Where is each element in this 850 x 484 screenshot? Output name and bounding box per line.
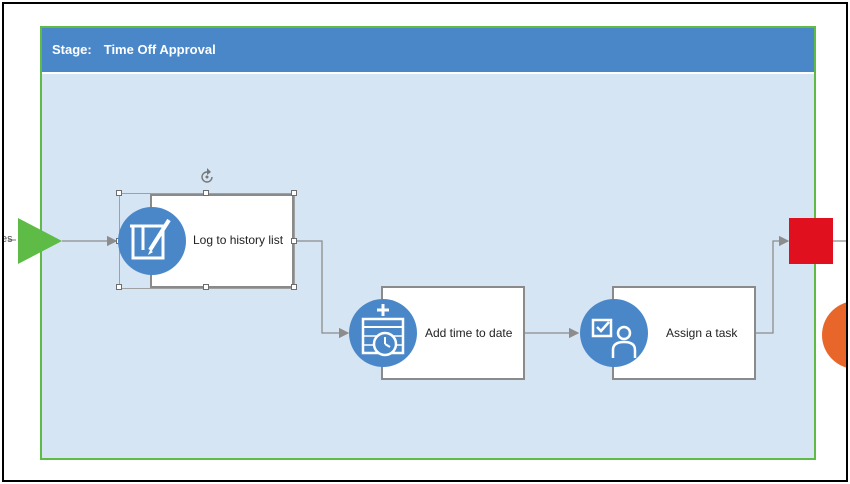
node-label-time: Add time to date (425, 326, 513, 340)
stage-header[interactable]: Stage: Time Off Approval (42, 28, 814, 74)
resize-handle-sw[interactable] (116, 284, 122, 290)
resize-handle-nw[interactable] (116, 190, 122, 196)
stage-prefix: Stage: (52, 42, 92, 57)
calendar-clock-icon (349, 299, 417, 367)
stage-title: Time Off Approval (103, 42, 216, 57)
resize-handle-s[interactable] (203, 284, 209, 290)
node-label-log: Log to history list (193, 233, 284, 247)
connector-log-to-time[interactable] (294, 240, 350, 339)
resize-handle-se[interactable] (291, 284, 297, 290)
connectors-layer (8, 218, 848, 369)
end-square[interactable] (789, 218, 833, 264)
resize-handle-ne[interactable] (291, 190, 297, 196)
task-user-icon (580, 299, 648, 367)
log-edit-icon (118, 207, 186, 275)
connector-task-to-end[interactable] (755, 235, 790, 334)
orange-circle-node[interactable] (822, 301, 848, 369)
rotate-handle-icon[interactable] (197, 167, 217, 187)
resize-handle-e[interactable] (291, 238, 297, 244)
node-label-task: Assign a task (666, 326, 738, 340)
entry-label-fragment: es (2, 233, 13, 245)
resize-handle-n[interactable] (203, 190, 209, 196)
start-triangle[interactable] (18, 218, 62, 264)
